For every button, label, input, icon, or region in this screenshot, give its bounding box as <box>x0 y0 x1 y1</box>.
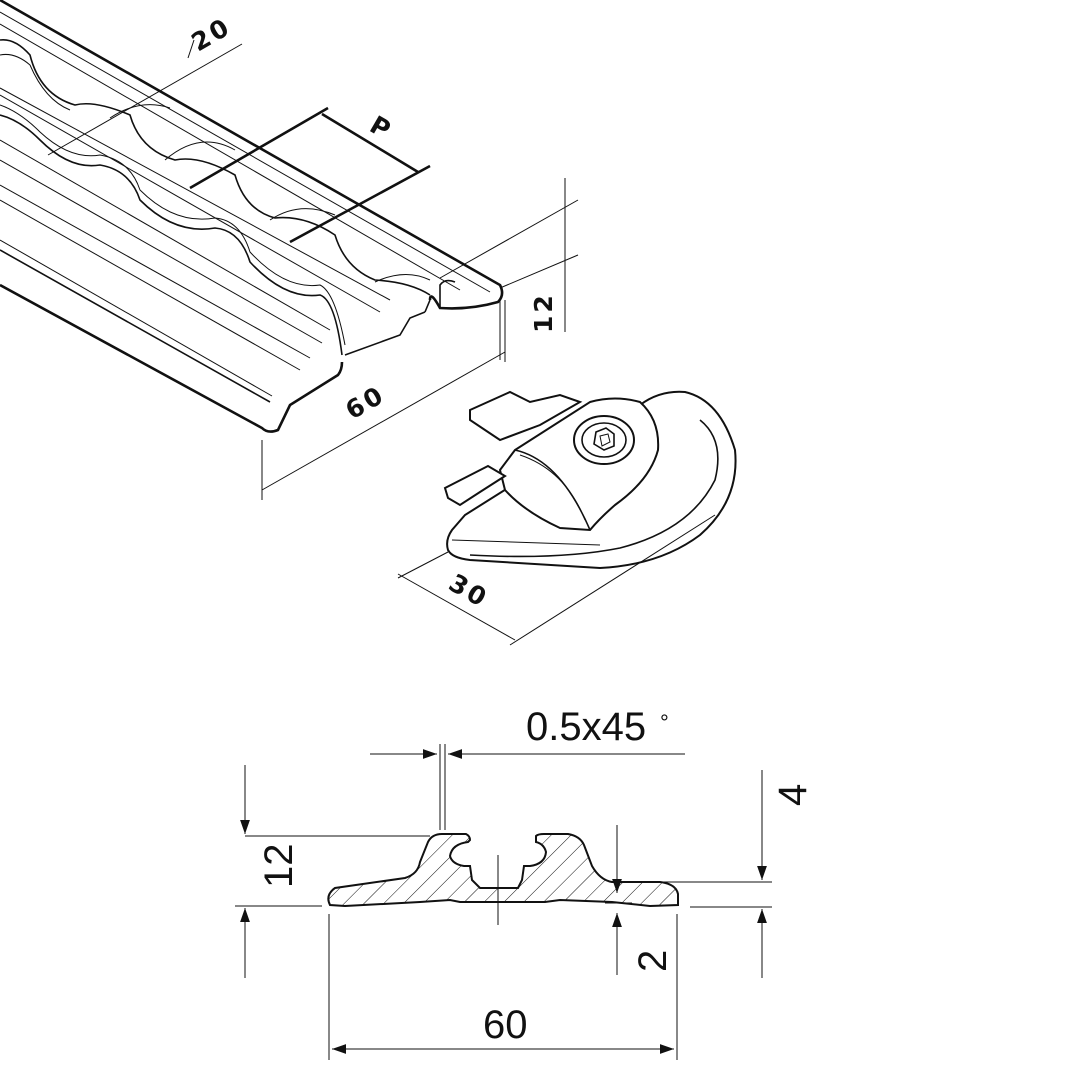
rail-scallop-edge-upper <box>0 38 431 296</box>
dim-4-section: 4 <box>655 770 815 978</box>
label-12-iso: 12 <box>529 292 558 333</box>
section-profile <box>327 833 679 908</box>
label-4: 4 <box>771 784 815 806</box>
cross-section <box>327 833 679 925</box>
dim-chamfer: 0.5x45 ° <box>370 705 685 830</box>
degree-symbol: ° <box>660 710 669 735</box>
label-2: 2 <box>631 950 675 972</box>
label-12-section: 12 <box>257 844 301 889</box>
dim-12-section: 12 <box>235 765 430 978</box>
dim-2-section: 2 <box>605 825 675 975</box>
label-60-iso: 60 <box>341 380 391 426</box>
dim-12-isometric: 12 <box>439 178 579 333</box>
rail-top-edge <box>0 0 504 310</box>
label-20: 20 <box>187 12 237 58</box>
dim-60-section: 60 <box>328 914 678 1060</box>
label-60-section: 60 <box>483 1003 528 1047</box>
label-chamfer: 0.5x45 <box>526 705 646 749</box>
hex-socket-icon <box>593 427 615 451</box>
rail-scallop-edge-lower <box>0 114 343 356</box>
end-cap-tab-bottom <box>443 464 507 507</box>
end-cap-tab-top <box>469 390 583 442</box>
end-cap-isometric <box>443 390 737 570</box>
label-30: 30 <box>444 568 494 614</box>
rail-isometric <box>0 0 504 433</box>
label-p: P <box>365 110 398 146</box>
